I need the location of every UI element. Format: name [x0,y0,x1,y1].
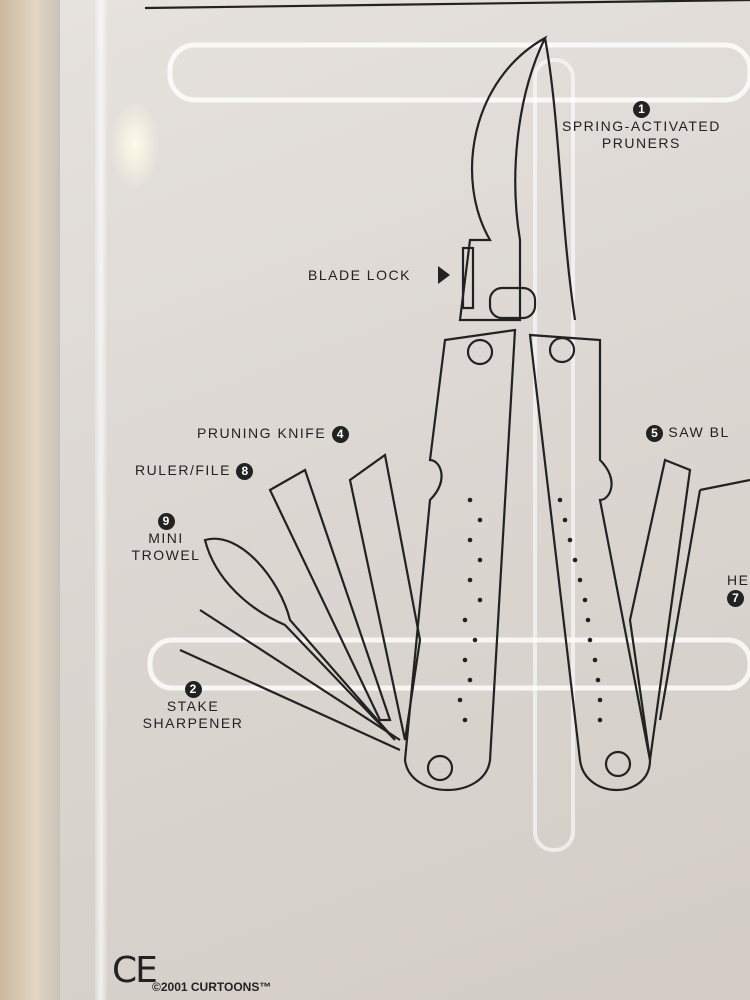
label-mini-trowel: 9 MINI TROWEL [125,512,207,564]
label-stake-sharpener: 2 STAKE SHARPENER [135,680,251,732]
blister-ridge-top [167,42,750,103]
spring [488,286,537,320]
stake-sharpener [179,609,401,752]
pruner-jaw [543,37,577,321]
pointer-arrow-icon [438,266,450,284]
label-text: MINI [148,529,184,546]
number-badge: 8 [236,462,254,480]
handle-pivot-right [604,750,632,778]
label-text: HE [727,572,750,588]
pivot-right [548,336,576,364]
number-badge: 7 [727,589,744,607]
number-badge: 1 [632,100,650,118]
saw-blade [628,458,692,761]
label-text: TROWEL [131,546,201,563]
label-text: SHARPENER [142,714,244,731]
pivot-left [466,338,494,366]
pruner-blade [458,35,548,322]
blister-ridge-vertical [533,58,575,852]
blister-ridge-bottom [147,637,750,691]
pruning-knife [348,453,422,741]
label-text: PRUNING KNIFE [197,425,327,441]
label-text: SAW BL [668,424,730,440]
ce-mark-logo: CE [112,950,158,991]
handle-pivot-left [426,754,454,782]
label-hedge: HE 7 [727,572,749,607]
left-handle [403,328,517,791]
grip-dots [457,497,603,723]
background-edge [0,0,60,1000]
number-badge: 9 [157,512,175,530]
right-handle [528,333,652,791]
label-text: RULER/FILE [135,462,231,478]
blade-lock-slider [461,246,475,310]
label-text: STAKE [166,697,220,714]
light-glare [110,100,160,190]
label-text: PRUNERS [601,134,681,151]
label-ruler-file: RULER/FILE 8 [135,462,254,480]
number-badge: 2 [184,680,202,698]
label-pruning-knife: PRUNING KNIFE 4 [197,425,349,443]
number-badge: 5 [646,424,663,442]
copyright-text: ©2001 CURTOONS™ [152,980,272,994]
label-blade-lock: BLADE LOCK [308,267,411,283]
mini-trowel [203,537,396,741]
ruler-file [268,468,392,722]
blister-edge [95,0,107,1000]
label-saw-blade: 5 SAW BL [646,424,730,442]
number-badge: 4 [331,425,349,443]
hedge-tool [658,478,750,721]
label-text: SPRING-ACTIVATED [562,117,721,134]
top-rule [144,0,750,10]
packaging-card [60,0,750,1000]
label-pruners: 1 SPRING-ACTIVATED PRUNERS [562,100,721,152]
